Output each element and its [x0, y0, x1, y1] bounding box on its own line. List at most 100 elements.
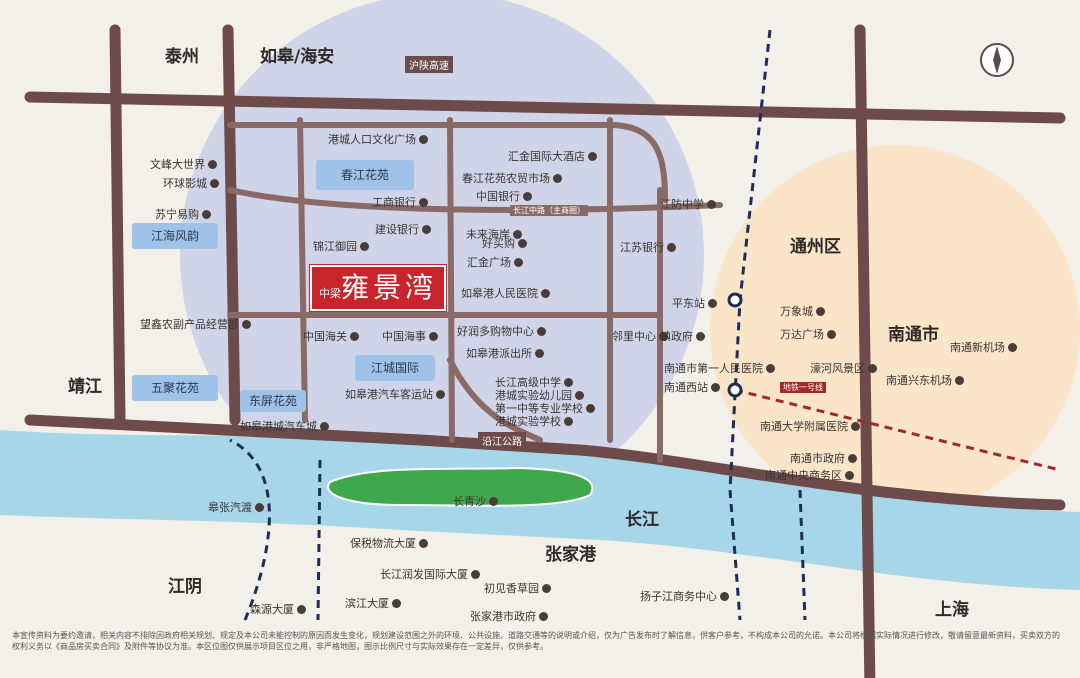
- poi-marker-icon: [720, 592, 729, 601]
- poi-marker-icon: [586, 404, 595, 413]
- region-taizhou: 泰州: [165, 47, 199, 67]
- poi-marker-icon: [419, 135, 428, 144]
- poi-label: 万象城: [780, 305, 813, 318]
- poi-42: 长江润发国际大厦: [380, 568, 483, 581]
- road-jinghu: [109, 24, 126, 426]
- poi-label: 锦江御园: [313, 240, 357, 253]
- poi-marker-icon: [523, 192, 532, 201]
- poi-label: 邻里中心: [612, 330, 656, 343]
- poi-label: 好润多购物中心: [457, 325, 534, 338]
- poi-label: 第一中等专业学校: [495, 402, 583, 415]
- poi-label: 港城实验学校: [495, 415, 561, 428]
- poi-27: 苏宁易购: [155, 208, 214, 221]
- poi-label: 南通西站: [664, 381, 708, 394]
- poi-marker-icon: [422, 225, 431, 234]
- poi-21: 第一中等专业学校: [495, 402, 598, 415]
- poi-label: 平东站: [672, 297, 705, 310]
- poi-label: 如皋港城汽车城: [240, 420, 317, 433]
- poi-label: 江苏银行: [620, 241, 664, 254]
- poi-label: 初见香草园: [484, 582, 539, 595]
- poi-label: 南通市政府: [790, 452, 845, 465]
- poi-26: 环球影城: [163, 177, 222, 190]
- poi-34: 濠河风景区: [810, 362, 880, 375]
- poi-label: 建设银行: [375, 223, 419, 236]
- poi-marker-icon: [419, 539, 428, 548]
- region-shanghai: 上海: [935, 600, 969, 620]
- poi-marker-icon: [868, 364, 877, 373]
- poi-label: 南通兴东机场: [886, 374, 952, 387]
- poi-marker-icon: [255, 503, 264, 512]
- road-label-hushan: 沪陕高速: [405, 56, 453, 73]
- city-circle-rugao: [180, 0, 704, 517]
- road-yanjiang: [24, 414, 1066, 511]
- poi-marker-icon: [513, 230, 522, 239]
- poi-43: 初见香草园: [484, 582, 554, 595]
- poi-46: 扬子江商务中心: [640, 590, 732, 603]
- poi-label: 中国海关: [303, 330, 347, 343]
- yangtze-river: [0, 430, 1080, 590]
- poi-20: 港城实验幼儿园: [495, 389, 587, 402]
- poi-48: 长青沙: [453, 495, 501, 508]
- poi-29: 平东站: [672, 297, 720, 310]
- poi-marker-icon: [955, 376, 964, 385]
- poi-15: 中国海事: [382, 330, 441, 343]
- poi-marker-icon: [360, 242, 369, 251]
- poi-2: 春江花苑农贸市场: [462, 172, 565, 185]
- region-nantong: 南通市: [888, 325, 939, 345]
- poi-marker-icon: [535, 349, 544, 358]
- poi-label: 万达广场: [780, 328, 824, 341]
- poi-22: 港城实验学校: [495, 415, 576, 428]
- city-circle-nantong: [710, 145, 1080, 515]
- poi-8: 好买购: [482, 237, 530, 250]
- changqingsha-island: [327, 466, 594, 507]
- poi-label: 南通市第一人民医院: [664, 362, 763, 375]
- poi-marker-icon: [766, 364, 775, 373]
- poi-25: 文峰大世界: [150, 158, 220, 171]
- poi-37: 南通中央商务区: [765, 469, 857, 482]
- poi-marker-icon: [707, 200, 716, 209]
- metro-label: 地铁一号线: [780, 382, 826, 393]
- poi-label: 望鑫农副产品经营部: [140, 318, 239, 331]
- poi-label: 长江润发国际大厦: [380, 568, 468, 581]
- poi-label: 扬子江商务中心: [640, 590, 717, 603]
- region-zhangjiagang: 张家港: [545, 545, 596, 565]
- poi-label: 苏宁易购: [155, 208, 199, 221]
- poi-label: 南通中央商务区: [765, 469, 842, 482]
- region-jingjiang: 靖江: [68, 377, 102, 397]
- poi-marker-icon: [489, 497, 498, 506]
- poi-marker-icon: [436, 390, 445, 399]
- road-yanhai: [854, 24, 876, 678]
- poi-marker-icon: [1008, 343, 1017, 352]
- poi-marker-icon: [696, 332, 705, 341]
- poi-10: 江苏银行: [620, 241, 679, 254]
- poi-label: 文峰大世界: [150, 158, 205, 171]
- poi-marker-icon: [210, 179, 219, 188]
- poi-label: 港城实验幼儿园: [495, 389, 572, 402]
- poi-label: 如皋港人民医院: [461, 287, 538, 300]
- poi-marker-icon: [542, 584, 551, 593]
- poi-19: 长江高级中学: [495, 376, 576, 389]
- poi-label: 好买购: [482, 237, 515, 250]
- poi-marker-icon: [419, 198, 428, 207]
- poi-23: 如皋港汽车客运站: [345, 388, 448, 401]
- poi-14: 中国海关: [303, 330, 362, 343]
- poi-4: 工商银行: [372, 196, 431, 209]
- poi-44: 滨江大厦: [345, 597, 404, 610]
- road-hushan: [24, 91, 1066, 124]
- poi-39: 南通兴东机场: [886, 374, 967, 387]
- poi-1: 汇金国际大酒店: [508, 150, 600, 163]
- poi-28: 望鑫农副产品经营部: [140, 318, 254, 331]
- poi-45: 张家港市政府: [470, 610, 551, 623]
- poi-marker-icon: [539, 612, 548, 621]
- poi-marker-icon: [541, 289, 550, 298]
- area-chunjiang: 春江花苑: [316, 160, 414, 190]
- poi-marker-icon: [429, 332, 438, 341]
- poi-36: 南通市政府: [790, 452, 860, 465]
- poi-label: 未来海岸: [466, 228, 510, 241]
- region-jiangyin: 江阴: [168, 577, 202, 597]
- poi-label: 春江花苑农贸市场: [462, 172, 550, 185]
- poi-marker-icon: [848, 454, 857, 463]
- poi-6: 锦江御园: [313, 240, 372, 253]
